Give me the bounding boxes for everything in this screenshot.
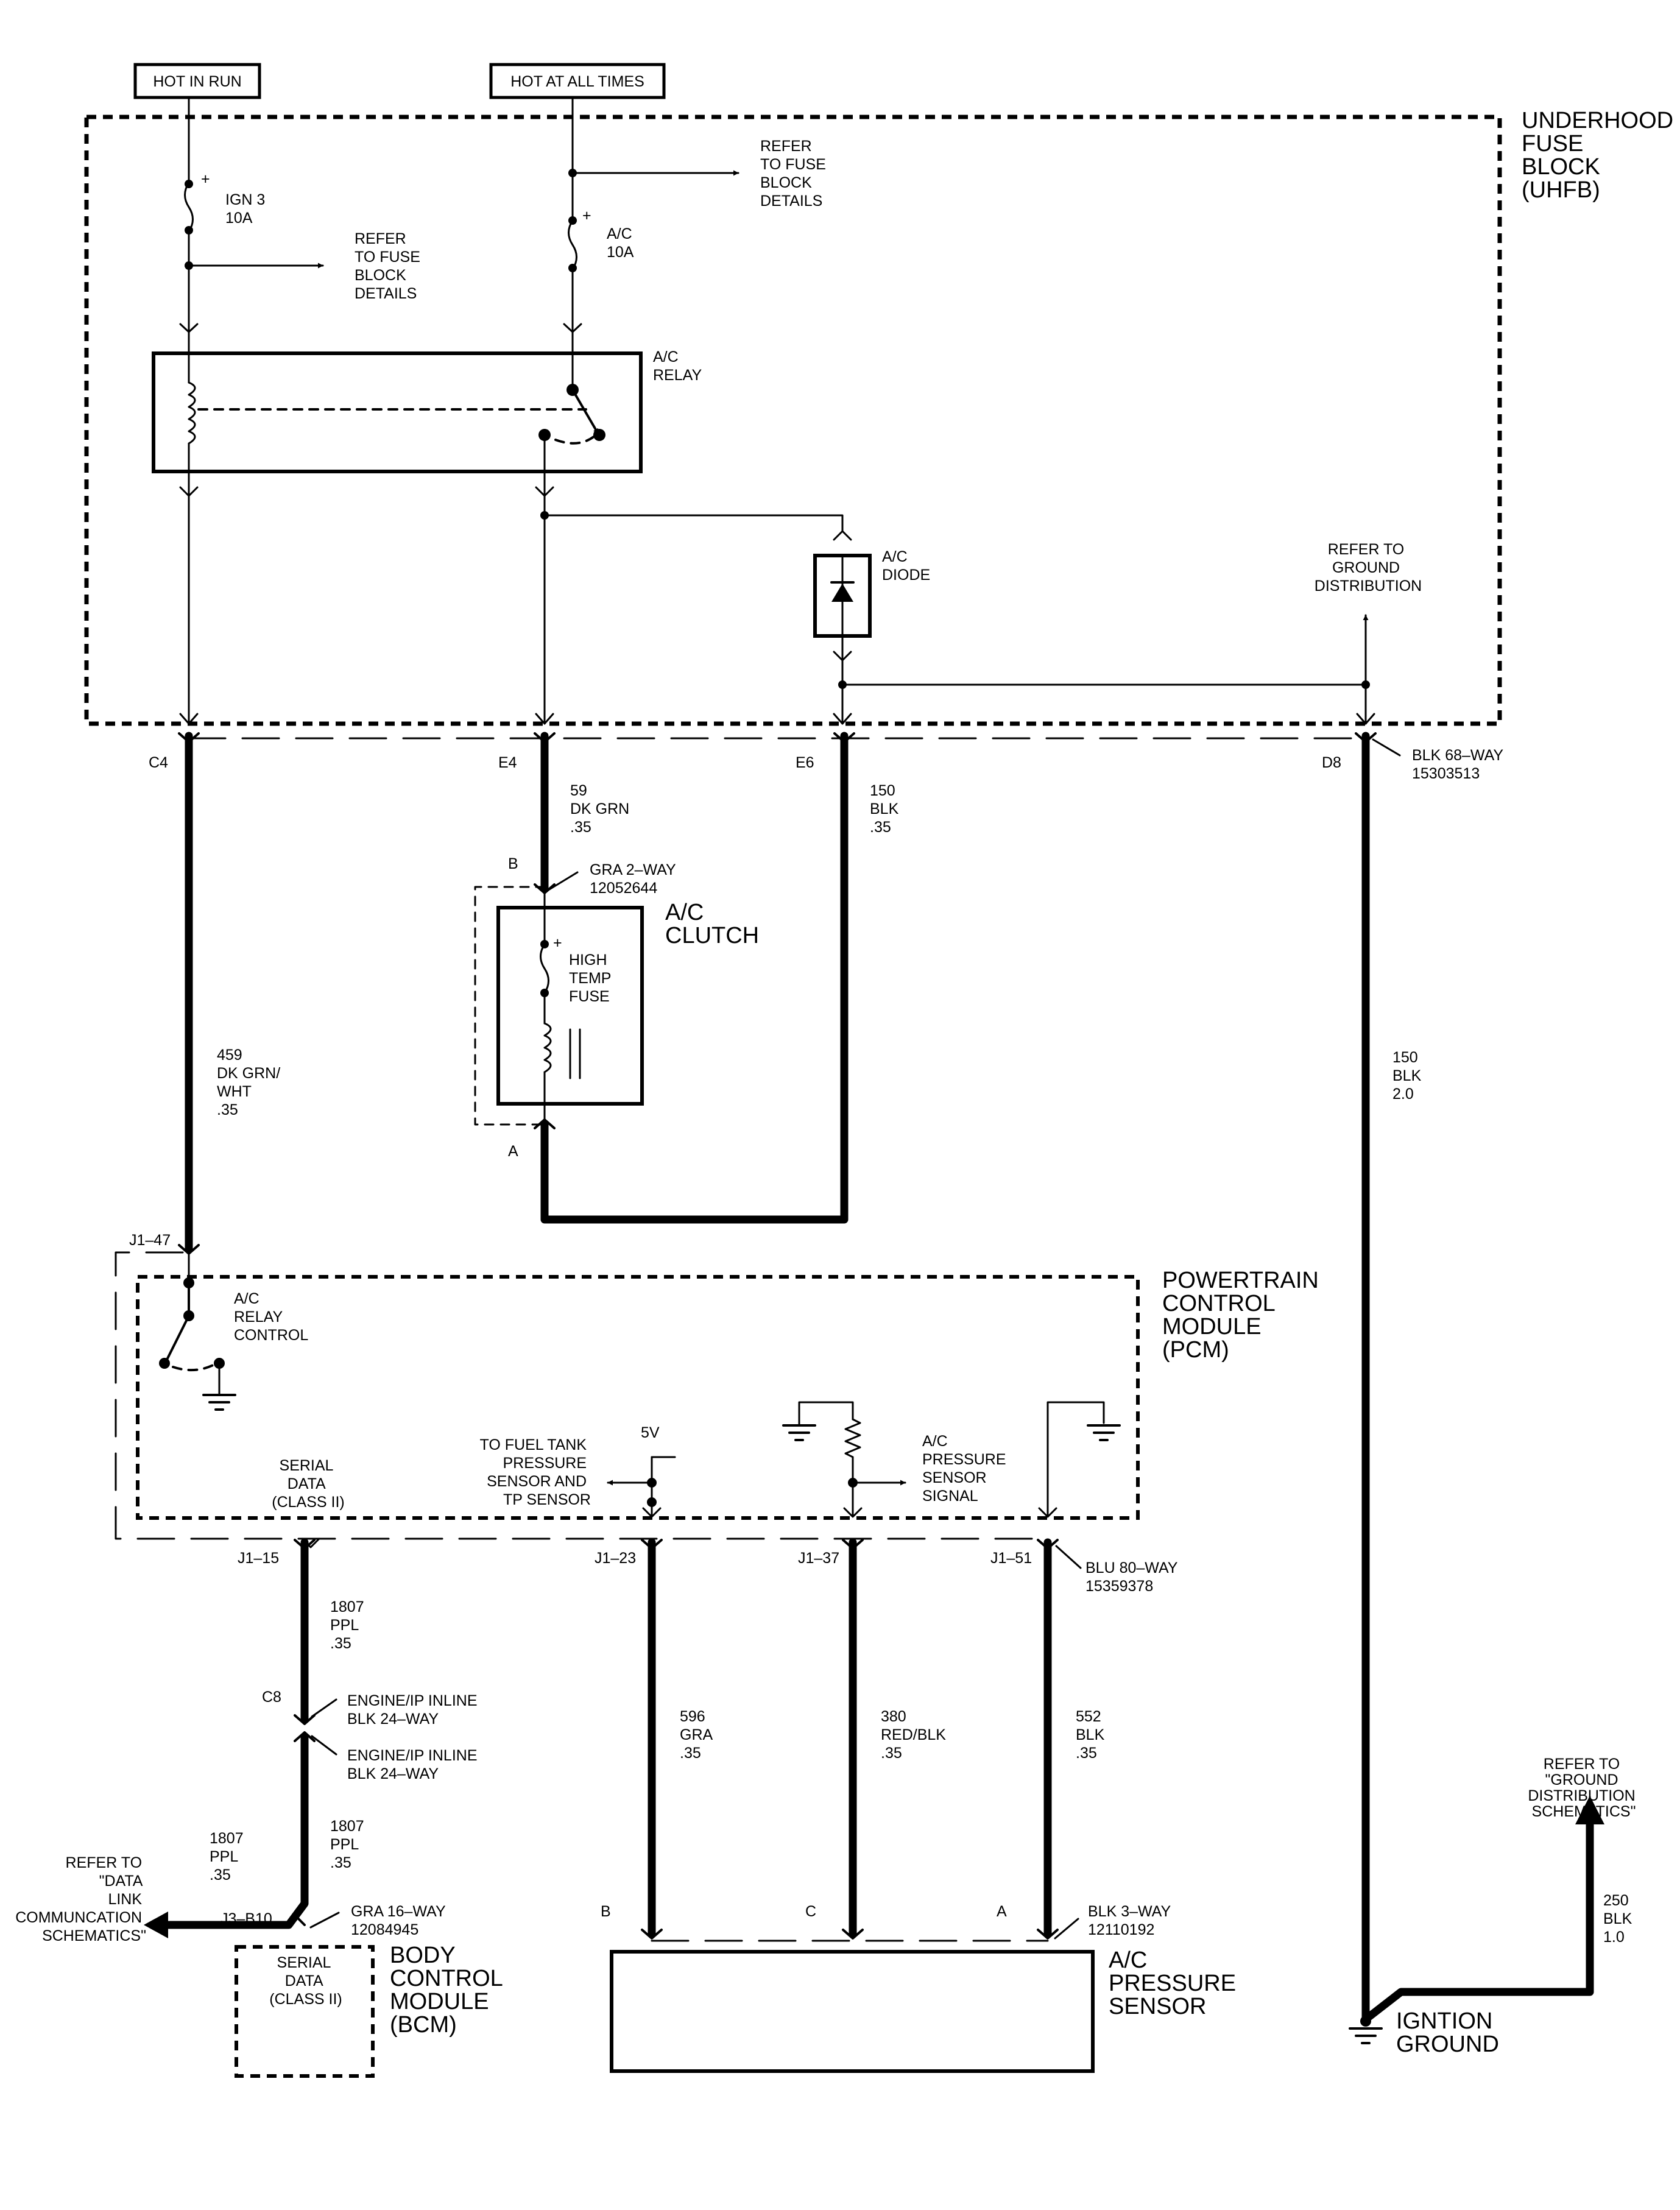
ignition-ground-title: IGNTION GROUND	[1396, 2008, 1499, 2057]
pcm-serial-data-label: SERIAL DATA (CLASS II)	[272, 1457, 344, 1511]
refer-ground-schematics: REFER TO "GROUND DISTRIBUTION SCHEMATICS…	[1528, 1756, 1639, 1820]
wire-1807-bottom-label: 1807 PPL .35	[330, 1818, 369, 1871]
uhfb-title: UNDERHOOD FUSE BLOCK (UHFB)	[1522, 108, 1680, 203]
bcm-title: BODY CONTROL MODULE (BCM)	[390, 1943, 509, 2038]
pin-j1-47: J1–47	[129, 1232, 171, 1249]
hot-at-all-times-label: HOT AT ALL TIMES	[510, 73, 644, 90]
pin-e4: E4	[498, 754, 517, 771]
relay-output-wires	[179, 470, 852, 725]
pin-j1-37: J1–37	[798, 1550, 839, 1567]
pcm-connector-label: BLU 80–WAY 15359378	[1085, 1559, 1182, 1595]
relay-control-label: A/C RELAY CONTROL	[234, 1290, 308, 1344]
ac-relay	[152, 331, 643, 473]
uhfb-connector-label: BLK 68–WAY 15303513	[1412, 747, 1508, 782]
harness-wires	[178, 732, 1604, 2024]
wire-380-label: 380 RED/BLK .35	[881, 1708, 950, 1762]
high-temp-fuse-label: HIGH TEMP FUSE	[569, 951, 615, 1005]
uhfb-boundary	[84, 115, 1502, 726]
hot-in-run-header: HOT IN RUN	[133, 63, 261, 99]
ac-relay-label: A/C RELAY	[653, 348, 702, 384]
refer-fuse-block-left: REFER TO FUSE BLOCK DETAILS	[355, 230, 425, 302]
pcm-connector-leader	[1055, 1545, 1082, 1569]
refer-fuse-block-right: REFER TO FUSE BLOCK DETAILS	[760, 138, 830, 210]
ign3-fuse-label: IGN 3 10A	[225, 191, 269, 227]
wire-150-d8-label: 150 BLK 2.0	[1392, 1049, 1425, 1103]
ac-clutch-assembly: +	[474, 886, 644, 1126]
inline-bottom-leader	[311, 1735, 337, 1756]
pin-clutch-a: A	[508, 1143, 518, 1160]
hot-at-all-times-header: HOT AT ALL TIMES	[489, 63, 666, 99]
pcm-lower-harness	[144, 1538, 1059, 1940]
fuel-tank-label: TO FUEL TANK PRESSURE SENSOR AND TP SENS…	[480, 1436, 591, 1508]
pin-e6: E6	[796, 754, 814, 771]
pressure-signal-label: A/C PRESSURE SENSOR SIGNAL	[922, 1433, 1011, 1505]
wire-1807-top-label: 1807 PPL .35	[330, 1598, 369, 1652]
pcm-connector-outline	[115, 1251, 1045, 1540]
pin-sensor-c: C	[805, 1903, 816, 1920]
sensor-connector-label: BLK 3–WAY 12110192	[1088, 1903, 1175, 1938]
pcm-relay-control-switch	[159, 1252, 236, 1411]
uhfb-connector-leader	[1372, 738, 1401, 757]
ac-fuse-circuit: +	[563, 96, 739, 333]
wire-459-label: 459 DK GRN/ WHT .35	[217, 1047, 284, 1118]
wire-1807-left-label: 1807 PPL .35	[210, 1830, 248, 1883]
pcm-boundary	[136, 1275, 1140, 1520]
clutch-title: A/C CLUTCH	[665, 900, 759, 948]
refer-data-link: REFER TO "DATA LINK COMMUNCATION SCHEMAT…	[15, 1854, 146, 1944]
pcm-5v-reference	[607, 1456, 676, 1518]
svg-text:+: +	[582, 207, 591, 224]
ignition-ground-symbol	[1349, 2016, 1383, 2044]
pcm-title: POWERTRAIN CONTROL MODULE (PCM)	[1162, 1268, 1325, 1363]
sensor-title: A/C PRESSURE SENSOR	[1109, 1947, 1243, 2019]
bcm-serial-data-label: SERIAL DATA (CLASS II)	[269, 1954, 342, 2008]
wire-150-e6-label: 150 BLK .35	[870, 782, 903, 836]
five-volt-label: 5V	[641, 1424, 660, 1441]
pin-c8: C8	[262, 1689, 281, 1706]
pin-sensor-a: A	[997, 1903, 1007, 1920]
pin-j1-15: J1–15	[238, 1550, 279, 1567]
sensor-connector-leader	[1054, 1918, 1079, 1940]
clutch-connector-leader	[548, 871, 579, 891]
wire-250-label: 250 BLK 1.0	[1603, 1892, 1636, 1946]
pin-sensor-b: B	[601, 1903, 611, 1920]
pin-c4: C4	[149, 754, 168, 771]
clutch-connector-label: GRA 2–WAY 12052644	[590, 861, 680, 897]
wire-552-label: 552 BLK .35	[1076, 1708, 1109, 1762]
pin-d8: D8	[1322, 754, 1341, 771]
bcm-connector-leader	[309, 1912, 340, 1929]
pin-j1-23: J1–23	[595, 1550, 636, 1567]
pcm-pressure-signal-circuit	[782, 1401, 1121, 1518]
pin-j1-51: J1–51	[990, 1550, 1032, 1567]
uhfb-ground-ref	[1356, 614, 1375, 725]
ac-diode-label: A/C DIODE	[882, 548, 930, 584]
inline-connector-bottom: ENGINE/IP INLINE BLK 24–WAY	[347, 1747, 481, 1782]
pin-j3-b10: J3–B10	[221, 1910, 272, 1927]
hot-in-run-label: HOT IN RUN	[153, 73, 241, 90]
ac-diode	[813, 554, 1367, 725]
refer-ground-distribution: REFER TO GROUND DISTRIBUTION	[1315, 541, 1422, 595]
pin-clutch-b: B	[508, 855, 518, 872]
ac-pressure-sensor-box	[610, 1950, 1095, 2073]
bcm-boundary	[235, 1945, 375, 2078]
svg-text:+: +	[553, 934, 562, 951]
wire-59-label: 59 DK GRN .35	[570, 782, 634, 836]
inline-top-leader	[311, 1698, 337, 1718]
inline-connector-top: ENGINE/IP INLINE BLK 24–WAY	[347, 1692, 481, 1728]
svg-text:+: +	[201, 171, 210, 188]
ac-fuse-label: A/C 10A	[607, 225, 637, 261]
bcm-connector-label: GRA 16–WAY 12084945	[351, 1903, 450, 1938]
ign3-circuit: +	[179, 96, 324, 333]
wire-596-label: 596 GRA .35	[680, 1708, 716, 1762]
